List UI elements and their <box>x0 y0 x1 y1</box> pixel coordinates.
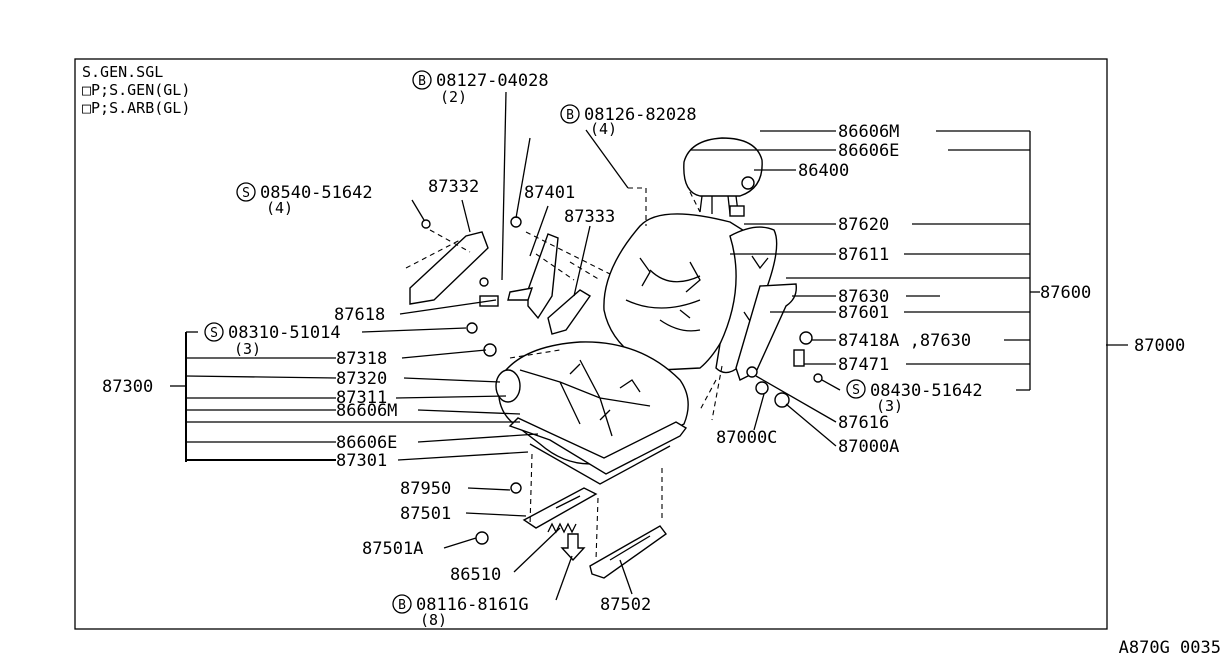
spring <box>547 522 577 534</box>
label-87318: 87318 <box>336 349 387 369</box>
svg-text:S: S <box>852 383 860 398</box>
svg-text:B: B <box>566 108 574 123</box>
callout-code: 08430-51642 <box>870 381 983 401</box>
callout-code: 08127-04028 <box>436 71 549 91</box>
callout-code: 08116-8161G <box>416 595 529 615</box>
label-87300: 87300 <box>102 377 153 397</box>
label-87616: 87616 <box>838 413 889 433</box>
variant-line-3: □P;S.ARB(GL) <box>82 99 190 117</box>
callout-code: 08310-51014 <box>228 323 341 343</box>
bolt-symbol <box>392 594 412 614</box>
callout-qty: (2) <box>440 88 467 106</box>
label-87600: 87600 <box>1040 283 1091 303</box>
label-87333: 87333 <box>564 207 615 227</box>
callout-qty: (3) <box>234 340 261 358</box>
label-87000a: 87000A <box>838 437 899 457</box>
variant-header: S.GEN.SGL □P;S.GEN(GL) □P;S.ARB(GL) <box>82 63 190 117</box>
label-86606m-top: 86606M <box>838 122 899 142</box>
seat-back-shape <box>603 213 753 371</box>
bracket-87332 <box>409 231 489 305</box>
diagram-code: A870G 0035 <box>1119 638 1221 658</box>
part-labels: 87332 87401 87333 87618 87318 87320 8731… <box>102 122 1185 615</box>
label-86606e-left: 86606E <box>336 433 397 453</box>
callout-s08310: S 08310-51014 (3) <box>204 322 341 358</box>
callout-qty: (4) <box>266 199 293 217</box>
screw-symbol <box>846 379 866 399</box>
svg-text:B: B <box>398 598 406 613</box>
rail-left <box>522 487 598 529</box>
bracket-87401 <box>527 233 559 320</box>
label-87950: 87950 <box>400 479 451 499</box>
callout-qty: (8) <box>420 611 447 629</box>
seat-illustration <box>405 137 823 579</box>
label-87611: 87611 <box>838 245 889 265</box>
label-86400: 86400 <box>798 161 849 181</box>
label-87301: 87301 <box>336 451 387 471</box>
variant-line-2: □P;S.GEN(GL) <box>82 81 190 99</box>
callout-s08430: S 08430-51642 (3) <box>846 379 983 415</box>
label-87618: 87618 <box>334 305 385 325</box>
label-87418a: 87418A ,87630 <box>838 331 971 351</box>
callout-b08116: B 08116-8161G (8) <box>392 594 529 629</box>
label-87000c: 87000C <box>716 428 777 448</box>
label-87311: 87311 <box>336 388 387 408</box>
callout-b08126: B 08126-82028 (4) <box>560 104 697 138</box>
callout-qty: (3) <box>876 397 903 415</box>
leader-lines <box>170 91 1128 601</box>
label-87000: 87000 <box>1134 336 1185 356</box>
callout-code: 08540-51642 <box>260 183 373 203</box>
diagram-frame <box>74 58 1108 630</box>
callout-b08127: B 08127-04028 (2) <box>412 70 549 106</box>
screw-symbol <box>204 322 224 342</box>
label-87630: 87630 <box>838 287 889 307</box>
label-86606m-left: 86606M <box>336 401 397 421</box>
label-87471: 87471 <box>838 355 889 375</box>
svg-text:S: S <box>242 186 250 201</box>
screw-symbol <box>236 182 256 202</box>
callout-qty: (4) <box>590 120 617 138</box>
headrest-knob <box>741 176 755 190</box>
callout-s08540: S 08540-51642 (4) <box>236 182 373 217</box>
callout-code: 08126-82028 <box>584 105 697 125</box>
label-87502: 87502 <box>600 595 651 615</box>
bolt-symbol <box>412 70 432 90</box>
seat-frame <box>508 417 688 475</box>
label-87501: 87501 <box>400 504 451 524</box>
bolt-symbol <box>560 104 580 124</box>
bracket-87333 <box>547 289 592 335</box>
label-87320: 87320 <box>336 369 387 389</box>
svg-text:B: B <box>418 74 426 89</box>
rail-right <box>589 525 667 579</box>
variant-line-1: S.GEN.SGL <box>82 63 163 81</box>
label-87501a: 87501A <box>362 539 423 559</box>
label-86606e-top: 86606E <box>838 141 899 161</box>
label-86510: 86510 <box>450 565 501 585</box>
label-87620: 87620 <box>838 215 889 235</box>
label-87601: 87601 <box>838 303 889 323</box>
svg-text:S: S <box>210 326 218 341</box>
label-87401: 87401 <box>524 183 575 203</box>
label-87332: 87332 <box>428 177 479 197</box>
